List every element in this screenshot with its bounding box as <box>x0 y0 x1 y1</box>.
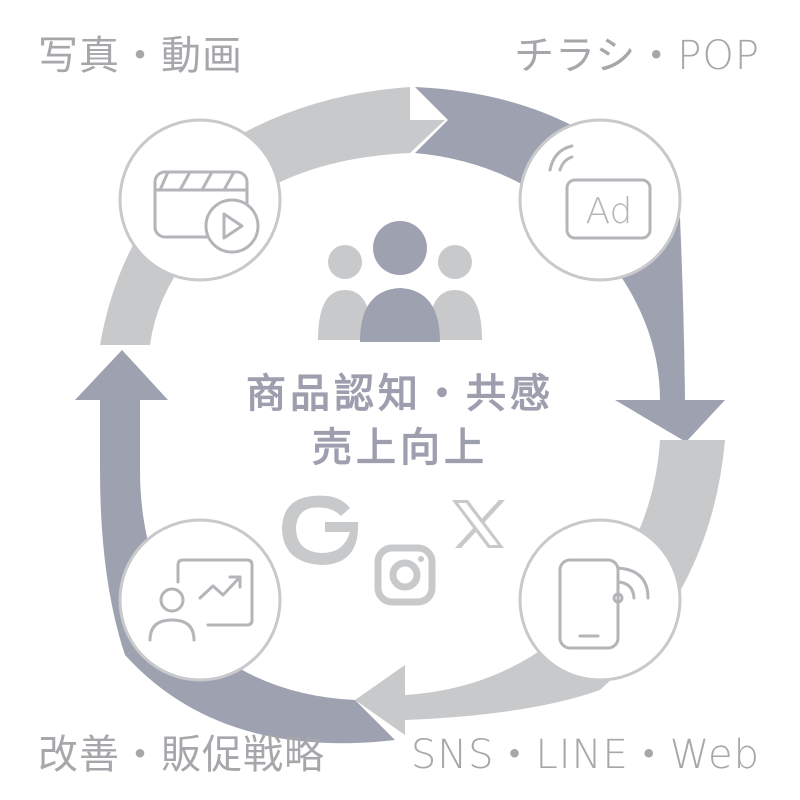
video-clapper-icon <box>153 170 260 254</box>
node-circle-flyer <box>518 118 682 282</box>
ad-badge-text: Ad <box>586 191 633 232</box>
center-title-line1: 商品認知・共感 <box>246 371 554 417</box>
google-icon <box>282 495 359 565</box>
center-title-line2: 売上向上 <box>312 425 488 471</box>
label-sns-line-web: SNS・LINE・Web <box>410 732 760 778</box>
label-flyer-pop: チラシ・POP <box>514 33 760 79</box>
label-photo-video: 写真・動画 <box>38 33 243 79</box>
label-improvement-strategy: 改善・販促戦略 <box>38 732 325 778</box>
node-circle-photo <box>118 118 282 282</box>
ad-broadcast-icon <box>548 144 652 240</box>
person-chart-icon <box>148 558 254 642</box>
node-circle-sns <box>518 518 682 682</box>
arrow-segment-bottom <box>355 640 600 735</box>
people-group-icon <box>318 221 482 342</box>
node-circle-improve <box>118 518 282 682</box>
smartphone-signal-icon <box>558 558 650 650</box>
instagram-icon <box>374 544 436 606</box>
x-logo-icon <box>452 500 505 548</box>
arrow-segment-right <box>615 218 725 442</box>
